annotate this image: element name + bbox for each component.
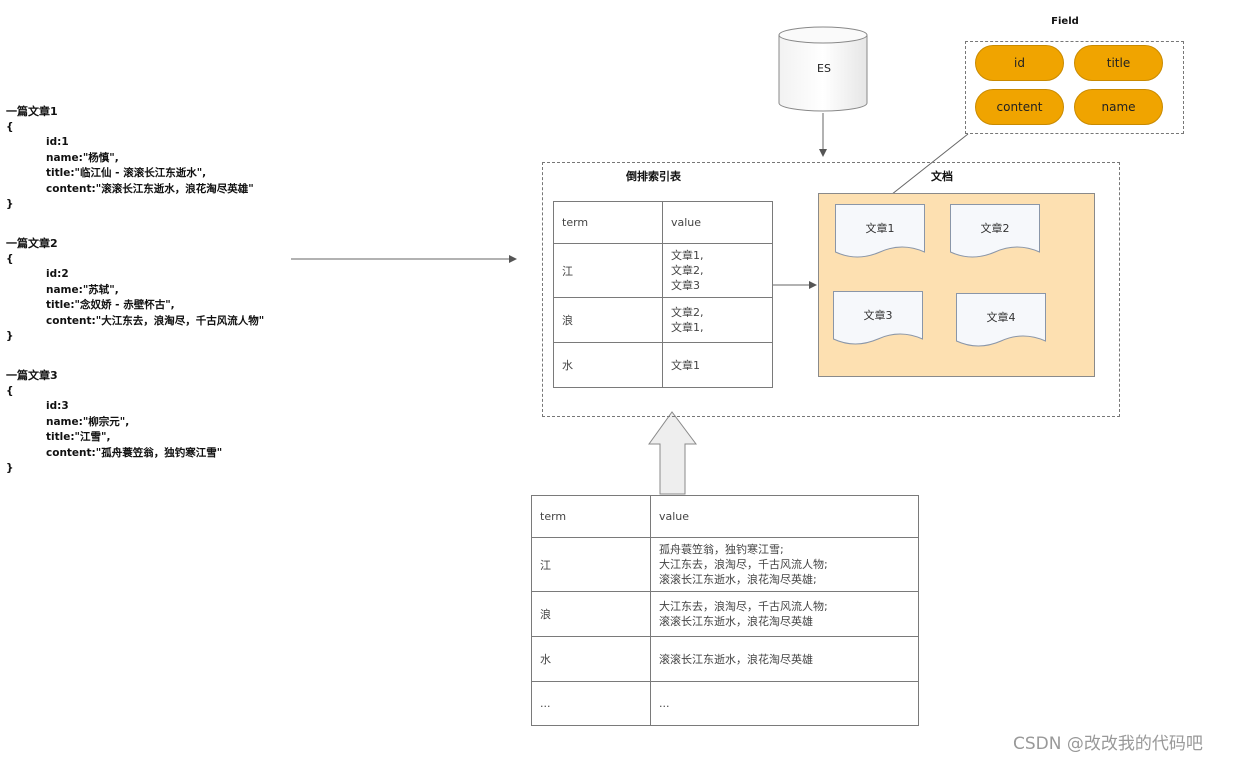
value-cell: 孤舟蓑笠翁，独钓寒江雪; 大江东去，浪淘尽，千古风流人物; 滚滚长江东逝水，浪花… (650, 537, 919, 592)
document-label: 文章2 (980, 222, 1010, 235)
table-row: 江 文章1, 文章2, 文章3 (553, 243, 773, 298)
watermark: CSDN @改改我的代码吧 (1013, 734, 1203, 754)
article-field-name: name:"柳宗元", (46, 415, 130, 428)
article-title: 一篇文章3 (6, 369, 58, 382)
article-field-content: content:"滚滚长江东逝水，浪花淘尽英雄" (46, 182, 254, 195)
article-field-id: id:1 (46, 136, 69, 148)
value-cell: 文章2, 文章1, (662, 297, 773, 343)
term-cell: 水 (553, 342, 663, 388)
inverted-index-title: 倒排索引表 (626, 170, 681, 183)
term-cell: 江 (553, 243, 663, 298)
arrow-field-to-doc (881, 133, 969, 203)
article-field-content: content:"孤舟蓑笠翁，独钓寒江雪" (46, 446, 223, 459)
header-term: term (553, 201, 663, 244)
table-header-row: term value (531, 495, 919, 538)
table-row: ... ... (531, 681, 919, 726)
term-cell: 浪 (553, 297, 663, 343)
article-field-id: id:2 (46, 268, 69, 280)
field-group-box (965, 41, 1184, 134)
article-field-content: content:"大江东去，浪淘尽，千古风流人物" (46, 314, 265, 327)
article-field-title: title:"临江仙 - 滚滚长江东逝水", (46, 167, 207, 179)
term-detail-table: term value 江 孤舟蓑笠翁，独钓寒江雪; 大江东去，浪淘尽，千古风流人… (531, 495, 919, 726)
article-field-title: title:"念奴娇 - 赤壁怀古", (46, 299, 175, 311)
open-brace: { (6, 120, 14, 133)
field-pill-title: title (1074, 45, 1163, 81)
document-card: 文章2 (950, 204, 1040, 262)
term-cell: 水 (531, 636, 651, 682)
article-field-title: title:"江雪", (46, 431, 111, 443)
document-label: 文章3 (863, 309, 893, 322)
open-brace: { (6, 252, 14, 265)
article-title: 一篇文章1 (6, 105, 58, 118)
header-value: value (650, 495, 919, 538)
document-card: 文章1 (835, 204, 925, 262)
index-container (542, 162, 1120, 417)
table-row: 浪 大江东去，浪淘尽，千古风流人物; 滚滚长江东逝水，浪花淘尽英雄 (531, 591, 919, 637)
table-row: 水 文章1 (553, 342, 773, 388)
field-group-title: Field (1051, 16, 1079, 27)
inverted-index-table: term value 江 文章1, 文章2, 文章3 浪 文章2, 文章1, 水… (553, 201, 773, 388)
documents-panel: 文章1 文章2 文章3 文章4 (818, 193, 1095, 377)
documents-title: 文档 (931, 170, 953, 183)
article-title: 一篇文章2 (6, 237, 58, 250)
open-brace: { (6, 384, 14, 397)
es-label: ES (817, 62, 831, 75)
article-field-id: id:3 (46, 400, 69, 412)
document-card: 文章4 (956, 293, 1046, 351)
article-block-3: 一篇文章3 { id:3 name:"柳宗元", title:"江雪", con… (6, 368, 222, 477)
value-cell: 滚滚长江东逝水，浪花淘尽英雄 (650, 636, 919, 682)
close-brace: } (6, 198, 14, 210)
header-value: value (662, 201, 773, 244)
term-cell: 浪 (531, 591, 651, 637)
document-icon (956, 293, 1046, 347)
big-up-arrow (648, 411, 697, 495)
field-pill-name: name (1074, 89, 1163, 125)
close-brace: } (6, 462, 14, 474)
document-card: 文章3 (833, 291, 923, 349)
header-term: term (531, 495, 651, 538)
table-row: 江 孤舟蓑笠翁，独钓寒江雪; 大江东去，浪淘尽，千古风流人物; 滚滚长江东逝水，… (531, 537, 919, 592)
table-row: 浪 文章2, 文章1, (553, 297, 773, 343)
table-header-row: term value (553, 201, 773, 244)
document-icon (833, 291, 923, 345)
article-block-2: 一篇文章2 { id:2 name:"苏轼", title:"念奴娇 - 赤壁怀… (6, 236, 264, 345)
article-block-1: 一篇文章1 { id:1 name:"杨慎", title:"临江仙 - 滚滚长… (6, 104, 254, 213)
table-row: 水 滚滚长江东逝水，浪花淘尽英雄 (531, 636, 919, 682)
close-brace: } (6, 330, 14, 342)
field-pill-id: id (975, 45, 1064, 81)
article-field-name: name:"杨慎", (46, 151, 119, 164)
term-cell: ... (531, 681, 651, 726)
document-icon (835, 204, 925, 258)
document-label: 文章4 (986, 311, 1016, 324)
term-cell: 江 (531, 537, 651, 592)
document-icon (950, 204, 1040, 258)
document-label: 文章1 (865, 222, 895, 235)
value-cell: 大江东去，浪淘尽，千古风流人物; 滚滚长江东逝水，浪花淘尽英雄 (650, 591, 919, 637)
value-cell: 文章1 (662, 342, 773, 388)
es-cylinder (778, 26, 868, 112)
article-field-name: name:"苏轼", (46, 283, 119, 296)
value-cell: 文章1, 文章2, 文章3 (662, 243, 773, 298)
value-cell: ... (650, 681, 919, 726)
field-pill-content: content (975, 89, 1064, 125)
